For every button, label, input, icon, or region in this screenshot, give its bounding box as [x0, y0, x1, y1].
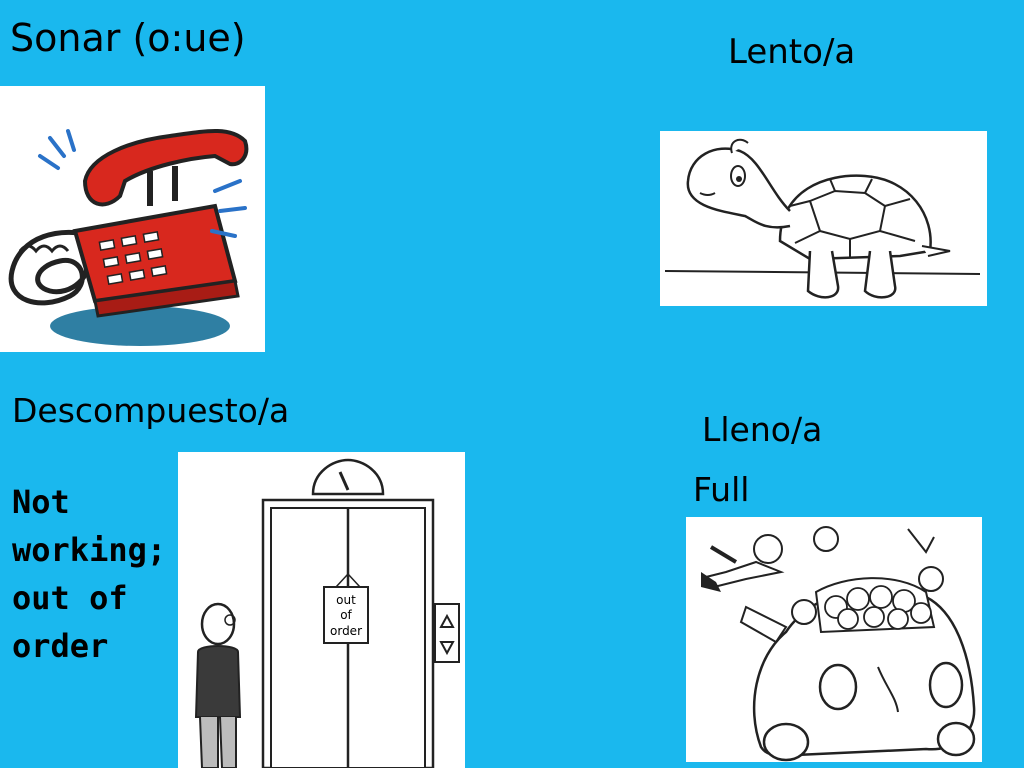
meaning-lleno: Full [693, 470, 750, 509]
broken-elevator-icon: out of order [194, 458, 460, 768]
turtle-icon [664, 138, 981, 299]
elevator-image: out of order [178, 452, 465, 768]
ringing-telephone-icon [8, 129, 249, 346]
meaning-descompuesto: Not working; out of order [12, 483, 167, 665]
turtle-image [660, 131, 987, 306]
word-lento: Lento/a [728, 32, 856, 72]
crowded-car-icon [701, 526, 976, 762]
car-image [686, 517, 982, 762]
sign-line-of: of [340, 608, 352, 622]
slide-title: Sonar (o:ue) [10, 16, 246, 60]
telephone-image [0, 86, 265, 352]
sign-line-out: out [336, 593, 356, 607]
word-descompuesto: Descompuesto/a [12, 391, 290, 430]
sign-line-order: order [330, 624, 362, 638]
word-lleno: Lleno/a [702, 410, 823, 449]
